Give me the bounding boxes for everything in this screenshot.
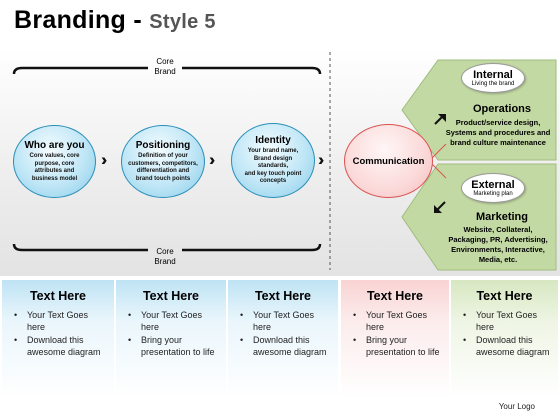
panel-bullets: Your Text Goes here Download this awesom…: [240, 309, 332, 359]
marketing-desc-line: Media, etc.: [478, 255, 518, 264]
text-panel-2: Text Here Your Text Goes here Bring your…: [116, 280, 226, 398]
external-subtitle: Marketing plan: [473, 190, 513, 197]
panel-bullet: Your Text Goes here: [14, 309, 108, 333]
panel-heading: Text Here: [476, 289, 533, 303]
marketing-desc: Website, Collateral, Packaging, PR, Adve…: [440, 225, 556, 265]
circle-title: Positioning: [135, 140, 191, 151]
text-panel-5: Text Here Your Text Goes here Download t…: [451, 280, 558, 398]
panel-bullet: Download this awesome diagram: [463, 334, 552, 358]
core-brand-bottom-line-2: Brand: [154, 257, 176, 266]
panel-bullet: Bring your presentation to life: [128, 334, 220, 358]
operations-desc-line: Product/service design,: [455, 118, 541, 127]
connector-external: [431, 163, 447, 179]
panel-bullet: Your Text Goes here: [240, 309, 332, 333]
core-brand-top-bracket-right: [182, 66, 322, 75]
panel-heading: Text Here: [366, 289, 424, 303]
core-brand-bottom-bracket-right: [182, 243, 322, 252]
circle-desc-line: purpose, core: [34, 160, 75, 167]
panel-bullet: Your Text Goes here: [128, 309, 220, 333]
text-panel-3: Text Here Your Text Goes here Download t…: [228, 280, 338, 398]
marketing-desc-line: Environments, Interactive,: [451, 245, 545, 254]
panel-bullet: Your Text Goes here: [353, 309, 443, 333]
marketing-heading: Marketing: [476, 211, 528, 223]
circle-desc-line: standards,: [257, 163, 289, 170]
circle-desc-line: differentiation and: [136, 168, 190, 174]
circle-desc-line: Definition of your: [138, 153, 188, 159]
circle-desc-line: Core values, core: [29, 153, 80, 159]
core-brand-bottom-label: Core Brand: [145, 247, 185, 267]
who-are-you-circle: Who are you Core values, core purpose, c…: [13, 125, 96, 198]
circle-desc-line: concepts: [259, 178, 287, 185]
logo-text: Your Logo: [498, 402, 535, 411]
circle-desc-line: Brand design: [253, 155, 293, 162]
chevron-right-icon: ››: [209, 150, 217, 169]
panel-bullets: Your Text Goes here Download this awesom…: [463, 309, 552, 359]
chevron-right-icon: ››: [318, 150, 326, 169]
circle-title: Who are you: [24, 140, 85, 151]
panel-bullet: Your Text Goes here: [463, 309, 552, 333]
operations-desc: Product/service design, Systems and proc…: [440, 118, 556, 148]
panel-bullet: Bring your presentation to life: [353, 334, 443, 358]
panel-bullet: Download this awesome diagram: [14, 334, 108, 358]
internal-oval: Internal Living the brand: [461, 63, 525, 93]
communication-circle: Communication: [344, 124, 433, 198]
text-panel-1: Text Here Your Text Goes here Download t…: [2, 280, 114, 398]
circle-desc-line: Your brand name,: [247, 148, 299, 155]
operations-desc-line: Systems and procedures and: [445, 128, 551, 137]
circle-desc: Definition of your customers, competitor…: [128, 153, 198, 183]
panel-heading: Text Here: [142, 289, 200, 303]
panel-bullets: Your Text Goes here Download this awesom…: [14, 309, 108, 359]
circle-desc-line: customers, competitors,: [128, 160, 198, 167]
title-style: Style 5: [149, 11, 216, 33]
panel-heading: Text Here: [29, 289, 87, 303]
circle-desc-line: and key touch point: [244, 170, 302, 177]
core-brand-top-line-1: Core: [156, 57, 174, 66]
circle-desc-line: brand touch points: [135, 175, 191, 182]
circle-desc-line: business model: [31, 175, 78, 182]
internal-subtitle: Living the brand: [471, 80, 515, 87]
arrow-up-right-icon: [434, 114, 446, 125]
title-main: Branding -: [14, 6, 150, 34]
panel-bullets: Your Text Goes here Bring your presentat…: [353, 309, 443, 359]
connector-internal: [431, 143, 447, 159]
chevron-right-icon: ››: [101, 150, 109, 169]
core-brand-top-line-2: Brand: [154, 67, 176, 76]
core-brand-top-bracket-left: [12, 66, 148, 75]
operations-desc-line: brand culture maintenance: [450, 138, 546, 147]
core-brand-bottom-bracket-left: [12, 243, 148, 252]
communication-label: Communication: [352, 155, 425, 167]
marketing-desc-line: Website, Collateral,: [463, 225, 533, 234]
identity-circle: Identity Your brand name, Brand design s…: [231, 123, 315, 198]
panel-bullet: Download this awesome diagram: [240, 334, 332, 358]
positioning-circle: Positioning Definition of your customers…: [121, 125, 205, 198]
core-brand-bottom-line-1: Core: [156, 247, 174, 256]
circle-title: Identity: [255, 135, 291, 147]
internal-title: Internal: [473, 68, 513, 81]
operations-heading: Operations: [472, 103, 532, 115]
external-oval: External Marketing plan: [461, 173, 525, 203]
panel-heading: Text Here: [254, 289, 312, 303]
arrow-down-left-icon: [434, 201, 446, 213]
panel-bullets: Your Text Goes here Bring your presentat…: [128, 309, 220, 359]
circle-desc: Core values, core purpose, core attribut…: [29, 153, 79, 183]
core-brand-top-label: Core Brand: [145, 57, 185, 77]
circle-desc: Your brand name, Brand design standards,…: [245, 148, 302, 186]
circle-desc-line: attributes and: [34, 168, 75, 174]
external-title: External: [471, 178, 515, 191]
marketing-desc-line: Packaging, PR, Advertising,: [448, 235, 548, 244]
text-panel-4: Text Here Your Text Goes here Bring your…: [341, 280, 449, 398]
page-title: Branding - Style 5: [14, 6, 216, 35]
